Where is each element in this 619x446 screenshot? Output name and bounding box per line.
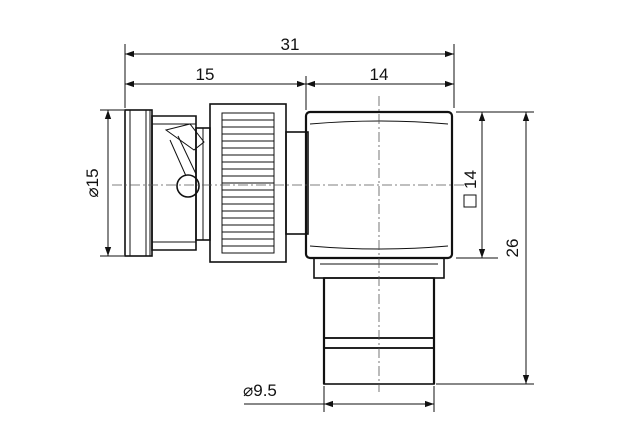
- bnc-bayonet-sleeve: [151, 115, 205, 251]
- dimension-bnc-diameter: ⌀15: [83, 110, 112, 256]
- bnc-diameter-label: 15: [83, 168, 102, 187]
- height-label: 26: [503, 239, 522, 258]
- bnc-front-flange: [124, 109, 153, 257]
- bnc-length-label: 15: [196, 65, 215, 84]
- svg-text:⌀9.5: ⌀9.5: [243, 381, 277, 400]
- connector-neck: [285, 131, 309, 235]
- dimension-overall-length: 31: [125, 35, 454, 58]
- dimension-cable-diameter: ⌀9.5: [243, 381, 434, 408]
- square-symbol-icon: [463, 194, 477, 208]
- coupling-nut: [209, 103, 287, 263]
- diameter-symbol: ⌀: [243, 381, 253, 400]
- dimension-bnc-length: 15: [125, 65, 306, 88]
- svg-text:⌀15: ⌀15: [83, 168, 102, 197]
- body-length-label: 14: [370, 65, 389, 84]
- square-size-label: 14: [461, 170, 480, 189]
- dimension-square-size: 14: [461, 112, 486, 258]
- extension-lines: [100, 44, 534, 412]
- diameter-symbol: ⌀: [83, 187, 102, 197]
- cable-diameter-label: 9.5: [253, 381, 277, 400]
- dimension-height: 26: [503, 112, 530, 384]
- dimension-body-length: 14: [306, 65, 454, 88]
- center-lines: [112, 96, 466, 392]
- overall-length-label: 31: [281, 35, 300, 54]
